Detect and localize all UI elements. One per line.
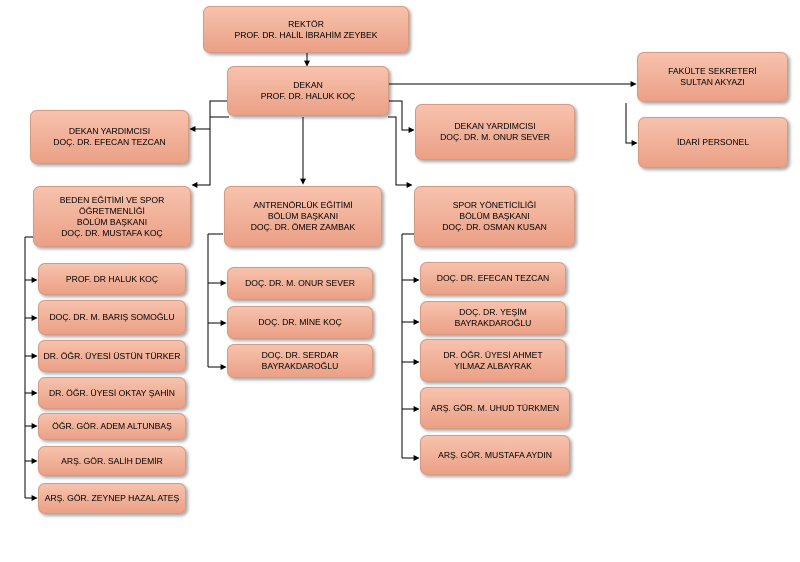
- line-sekreter-idari: [625, 103, 638, 146]
- dekan-box: DEKAN PROF. DR. HALUK KOÇ: [227, 66, 389, 116]
- bes-member-3-name: DR. ÖĞR. ÜYESİ ÜSTÜN TÜRKER: [43, 350, 181, 361]
- dekan-yardimcisi-1-title: DEKAN YARDIMCISI: [68, 126, 151, 136]
- fakulte-sekreteri-title: FAKÜLTE SEKRETERİ: [668, 66, 757, 76]
- bes-member-5: ÖĞR. GÖR. ADEM ALTUNBAŞ: [38, 413, 186, 440]
- bes-member-4: DR. ÖĞR. ÜYESİ OKTAY ŞAHİN: [38, 377, 186, 409]
- spor-yon-member-3: DR. ÖĞR. ÜYESİ AHMET YILMAZ ALBAYRAK: [420, 339, 566, 382]
- bolum-spor-yon-box: SPOR YÖNETİCİLİĞİ BÖLÜM BAŞKANI DOÇ. DR.…: [414, 186, 575, 247]
- antrenorluk-member-1-name: DOÇ. DR. M. ONUR SEVER: [245, 278, 355, 288]
- antrenorluk-member-3-line-1: DOÇ. DR. SERDAR: [261, 350, 339, 360]
- bes-member-3: DR. ÖĞR. ÜYESİ ÜSTÜN TÜRKER: [38, 340, 186, 372]
- antrenorluk-member-1: DOÇ. DR. M. ONUR SEVER: [227, 267, 373, 300]
- rektor-name: PROF. DR. HALİL İBRAHİM ZEYBEK: [234, 29, 378, 40]
- antrenorluk-member-2: DOÇ. DR. MİNE KOÇ: [227, 306, 373, 339]
- spor-yon-member-1: DOÇ. DR. EFECAN TEZCAN: [420, 262, 566, 295]
- bes-member-5-name: ÖĞR. GÖR. ADEM ALTUNBAŞ: [52, 421, 172, 431]
- bes-member-1: PROF. DR HALUK KOÇ: [38, 263, 186, 295]
- antrenorluk-member-3-line-2: BAYRAKDAROĞLU: [261, 361, 339, 371]
- line-dekan-spor-yon: [388, 116, 413, 188]
- idari-personel-box: İDARİ PERSONEL: [638, 117, 788, 168]
- spor-yon-member-3-line-1: DR. ÖĞR. ÜYESİ AHMET: [443, 349, 543, 360]
- fakulte-sekreteri-box: FAKÜLTE SEKRETERİ SULTAN AKYAZI: [637, 52, 788, 102]
- bolum-antrenorluk-box: ANTRENÖRLÜK EĞİTİMİ BÖLÜM BAŞKANI DOÇ. D…: [224, 186, 382, 247]
- dekan-yardimcisi-1-box: DEKAN YARDIMCISI DOÇ. DR. EFECAN TEZCAN: [30, 110, 189, 164]
- dekan-yardimcisi-2-box: DEKAN YARDIMCISI DOÇ. DR. M. ONUR SEVER: [415, 104, 575, 160]
- bolum-antrenorluk-line-2: BÖLÜM BAŞKANI: [267, 211, 339, 221]
- dekan-yardimcisi-1-name: DOÇ. DR. EFECAN TEZCAN: [53, 137, 166, 147]
- spor-yon-member-4-name: ARŞ. GÖR. M. UHUD TÜRKMEN: [430, 402, 560, 413]
- bolum-spor-yon-line-3: DOÇ. DR. OSMAN KUSAN: [442, 222, 547, 232]
- spor-yon-member-3-line-2: YILMAZ ALBAYRAK: [454, 360, 532, 371]
- spor-yon-member-1-name: DOÇ. DR. EFECAN TEZCAN: [436, 273, 550, 283]
- idari-personel-label: İDARİ PERSONEL: [676, 137, 750, 147]
- spor-yon-member-4: ARŞ. GÖR. M. UHUD TÜRKMEN: [420, 387, 570, 429]
- spor-yon-member-5-name: ARŞ. GÖR. MUSTAFA AYDIN: [438, 449, 552, 460]
- line-dekan-yard1: [189, 100, 227, 132]
- bes-member-2: DOÇ. DR. M. BARIŞ SOMOĞLU: [38, 300, 186, 335]
- bolum-bes-line-1: BEDEN EĞİTİMİ VE SPOR: [59, 194, 165, 205]
- dekan-yardimcisi-2-title: DEKAN YARDIMCISI: [454, 121, 536, 131]
- dekan-yardimcisi-2-name: DOÇ. DR. M. ONUR SEVER: [440, 132, 550, 142]
- antrenorluk-member-3: DOÇ. DR. SERDAR BAYRAKDAROĞLU: [227, 344, 373, 378]
- spor-yon-member-5: ARŞ. GÖR. MUSTAFA AYDIN: [420, 435, 570, 475]
- rektor-box: REKTÖR PROF. DR. HALİL İBRAHİM ZEYBEK: [203, 6, 409, 53]
- bes-member-7-name: ARŞ. GÖR. ZEYNEP HAZAL ATEŞ: [44, 493, 180, 503]
- bolum-bes-line-4: DOÇ. DR. MUSTAFA KOÇ: [61, 227, 163, 238]
- dekan-title: DEKAN: [293, 80, 323, 90]
- bolum-antrenorluk-line-3: DOÇ. DR. ÖMER ZAMBAK: [250, 222, 356, 232]
- bolum-spor-yon-line-2: BÖLÜM BAŞKANI: [459, 211, 530, 221]
- bes-member-4-name: DR. ÖĞR. ÜYESİ OKTAY ŞAHİN: [48, 387, 176, 398]
- bolum-bes-line-2: ÖĞRETMENLİĞİ: [79, 205, 145, 216]
- spor-yon-member-2: DOÇ. DR. YEŞİM BAYRAKDAROĞLU: [420, 301, 566, 335]
- bes-member-1-name: PROF. DR HALUK KOÇ: [65, 273, 159, 284]
- line-dekan-bes: [191, 116, 229, 188]
- bolum-bes-box: BEDEN EĞİTİMİ VE SPOR ÖĞRETMENLİĞİ BÖLÜM…: [33, 186, 191, 247]
- bolum-spor-yon-line-1: SPOR YÖNETİCİLİĞİ: [452, 200, 537, 210]
- bes-member-7: ARŞ. GÖR. ZEYNEP HAZAL ATEŞ: [38, 483, 186, 514]
- bes-member-2-name: DOÇ. DR. M. BARIŞ SOMOĞLU: [49, 312, 175, 322]
- line-dekan-yard2: [389, 100, 415, 133]
- rektor-title: REKTÖR: [288, 18, 324, 29]
- bes-member-6-name: ARŞ. GÖR. SALİH DEMİR: [61, 455, 163, 466]
- spor-yon-member-2-line-1: DOÇ. DR. YEŞİM: [459, 307, 527, 317]
- bolum-bes-line-3: BÖLÜM BAŞKANI: [76, 216, 148, 227]
- bolum-antrenorluk-line-1: ANTRENÖRLÜK EĞİTİMİ: [253, 200, 353, 210]
- dekan-name: PROF. DR. HALUK KOÇ: [260, 91, 356, 101]
- antrenorluk-member-2-name: DOÇ. DR. MİNE KOÇ: [258, 317, 342, 327]
- bes-member-6: ARŞ. GÖR. SALİH DEMİR: [38, 446, 186, 476]
- fakulte-sekreteri-name: SULTAN AKYAZI: [680, 77, 745, 87]
- spor-yon-member-2-line-2: BAYRAKDAROĞLU: [454, 318, 532, 328]
